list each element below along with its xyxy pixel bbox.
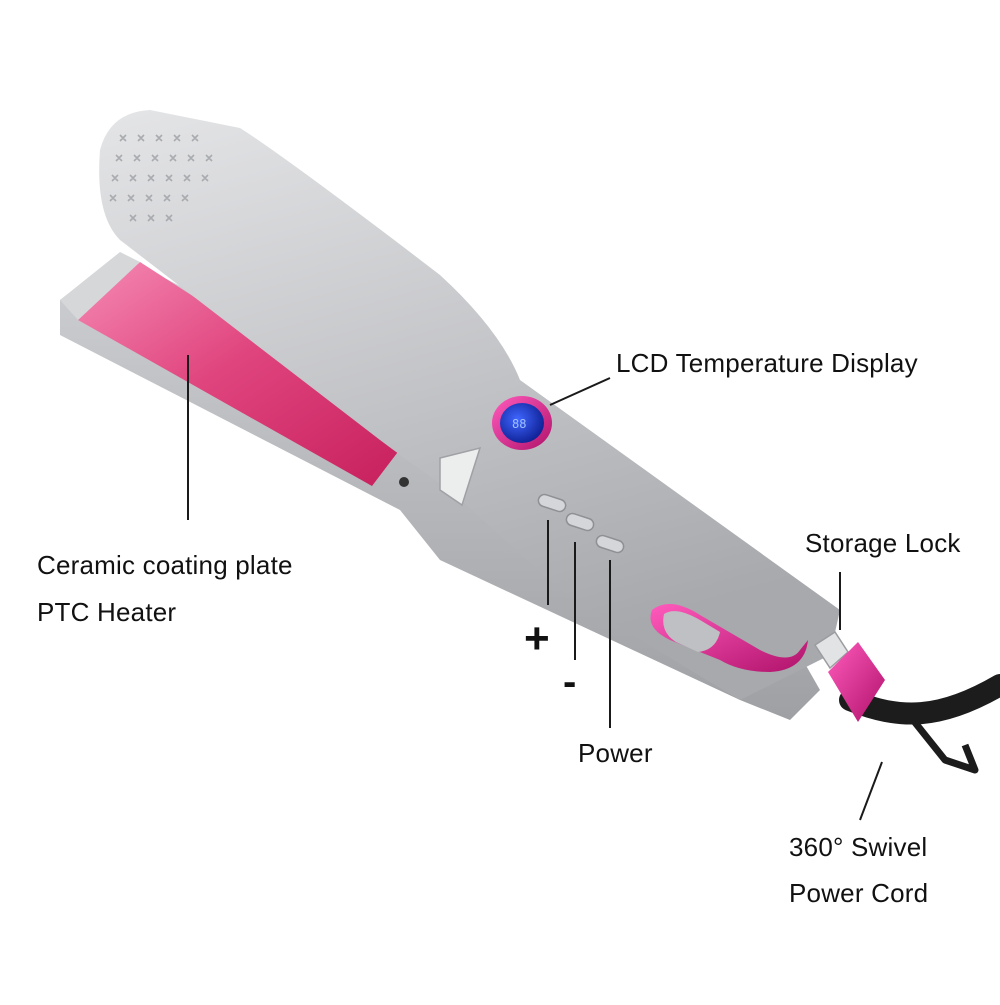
- hinge-screw: [399, 477, 409, 487]
- lcd-screen: [500, 403, 544, 443]
- label-storage-lock: Storage Lock: [805, 528, 961, 558]
- upper-arm: [99, 110, 840, 700]
- label-power-cord: Power Cord: [789, 878, 929, 908]
- hinge-panel: [439, 446, 482, 507]
- label-power: Power: [578, 738, 653, 768]
- lcd-digits-graphic: 88: [512, 417, 526, 431]
- plate-edge: [60, 252, 140, 320]
- side-accent-inner: [663, 611, 720, 652]
- swivel-collar: [828, 642, 885, 722]
- leader-lines: [187, 355, 883, 821]
- label-360-swivel: 360° Swivel: [789, 832, 928, 862]
- cord-hang-loop: [902, 707, 979, 774]
- label-ceramic-coating-plate: Ceramic coating plate: [37, 550, 293, 580]
- label-plus: +: [524, 614, 550, 663]
- plus-button[interactable]: [537, 493, 567, 513]
- power-button[interactable]: [595, 534, 625, 554]
- grip-texture: [109, 134, 213, 222]
- minus-button[interactable]: [565, 512, 595, 532]
- label-lcd-temperature-display: LCD Temperature Display: [616, 348, 918, 378]
- ceramic-plate: [78, 262, 410, 486]
- label-minus: -: [563, 660, 577, 704]
- label-ptc-heater: PTC Heater: [37, 597, 177, 627]
